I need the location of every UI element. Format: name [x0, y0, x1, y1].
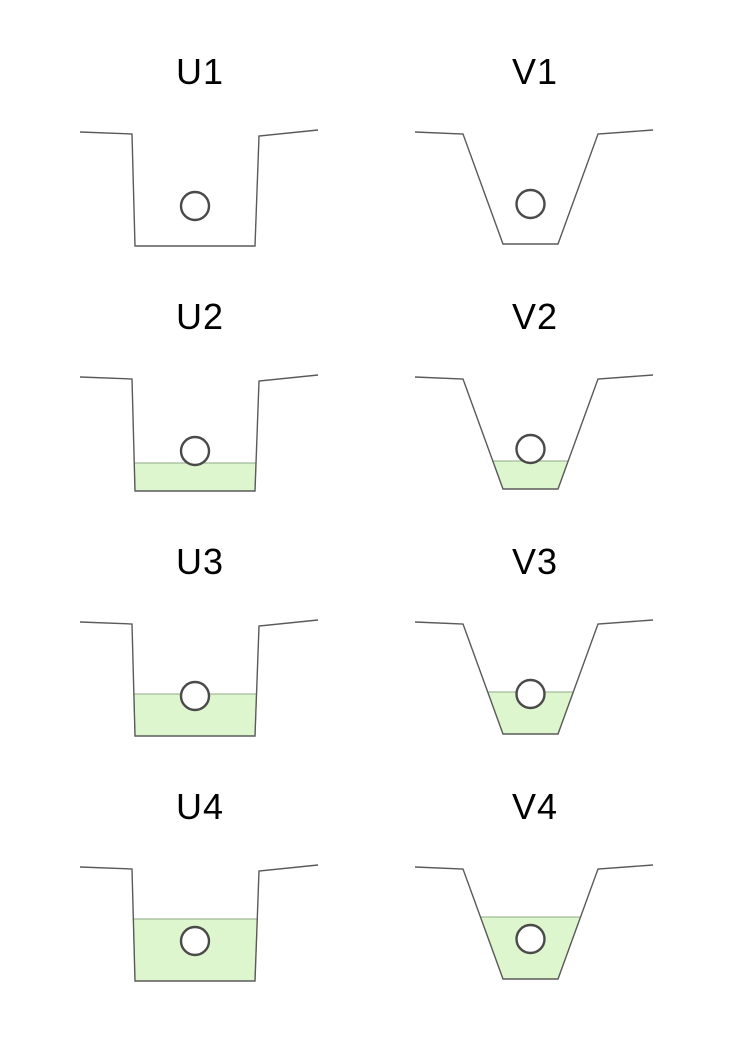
panel-v3: V3 [415, 538, 655, 748]
panel-u3: U3 [80, 538, 320, 748]
ball [515, 433, 546, 465]
ball [179, 925, 211, 957]
valley-outline [80, 374, 319, 492]
valley-drawing-v2 [415, 374, 654, 490]
panel-label-v1: V1 [511, 51, 559, 92]
panel-label-u2: U2 [175, 296, 225, 337]
valley-drawing-v3 [415, 619, 654, 735]
valley-outline [80, 129, 319, 247]
ball [515, 188, 546, 220]
valley-drawing-u3 [80, 619, 319, 737]
panel-v1: V1 [415, 48, 655, 258]
panel-label-v4: V4 [511, 786, 559, 827]
valley-outline [415, 129, 654, 245]
panel-label-u1: U1 [175, 51, 225, 92]
panel-u2: U2 [80, 293, 320, 503]
valley-drawing-v1 [415, 129, 654, 245]
valley-outline [80, 619, 319, 737]
valley-outline [415, 619, 654, 735]
valley-outline [415, 864, 654, 980]
water-fill [133, 462, 257, 492]
ball [179, 190, 211, 222]
panel-label-u3: U3 [175, 541, 225, 582]
water-fill [492, 460, 569, 490]
ball [179, 435, 211, 467]
valley-outline [80, 864, 319, 982]
ball [515, 923, 546, 955]
panel-label-u4: U4 [175, 786, 225, 827]
panel-label-v3: V3 [511, 541, 559, 582]
ball [179, 680, 211, 712]
valley-drawing-u1 [80, 129, 319, 247]
ball [515, 678, 546, 710]
valley-outline [415, 374, 654, 490]
valley-drawing-u4 [80, 864, 319, 982]
panel-u1: U1 [80, 48, 320, 258]
panel-v2: V2 [415, 293, 655, 503]
panel-u4: U4 [80, 783, 320, 993]
panel-label-v2: V2 [511, 296, 559, 337]
valley-drawing-v4 [415, 864, 654, 980]
valley-drawing-u2 [80, 374, 319, 492]
panel-v4: V4 [415, 783, 655, 993]
